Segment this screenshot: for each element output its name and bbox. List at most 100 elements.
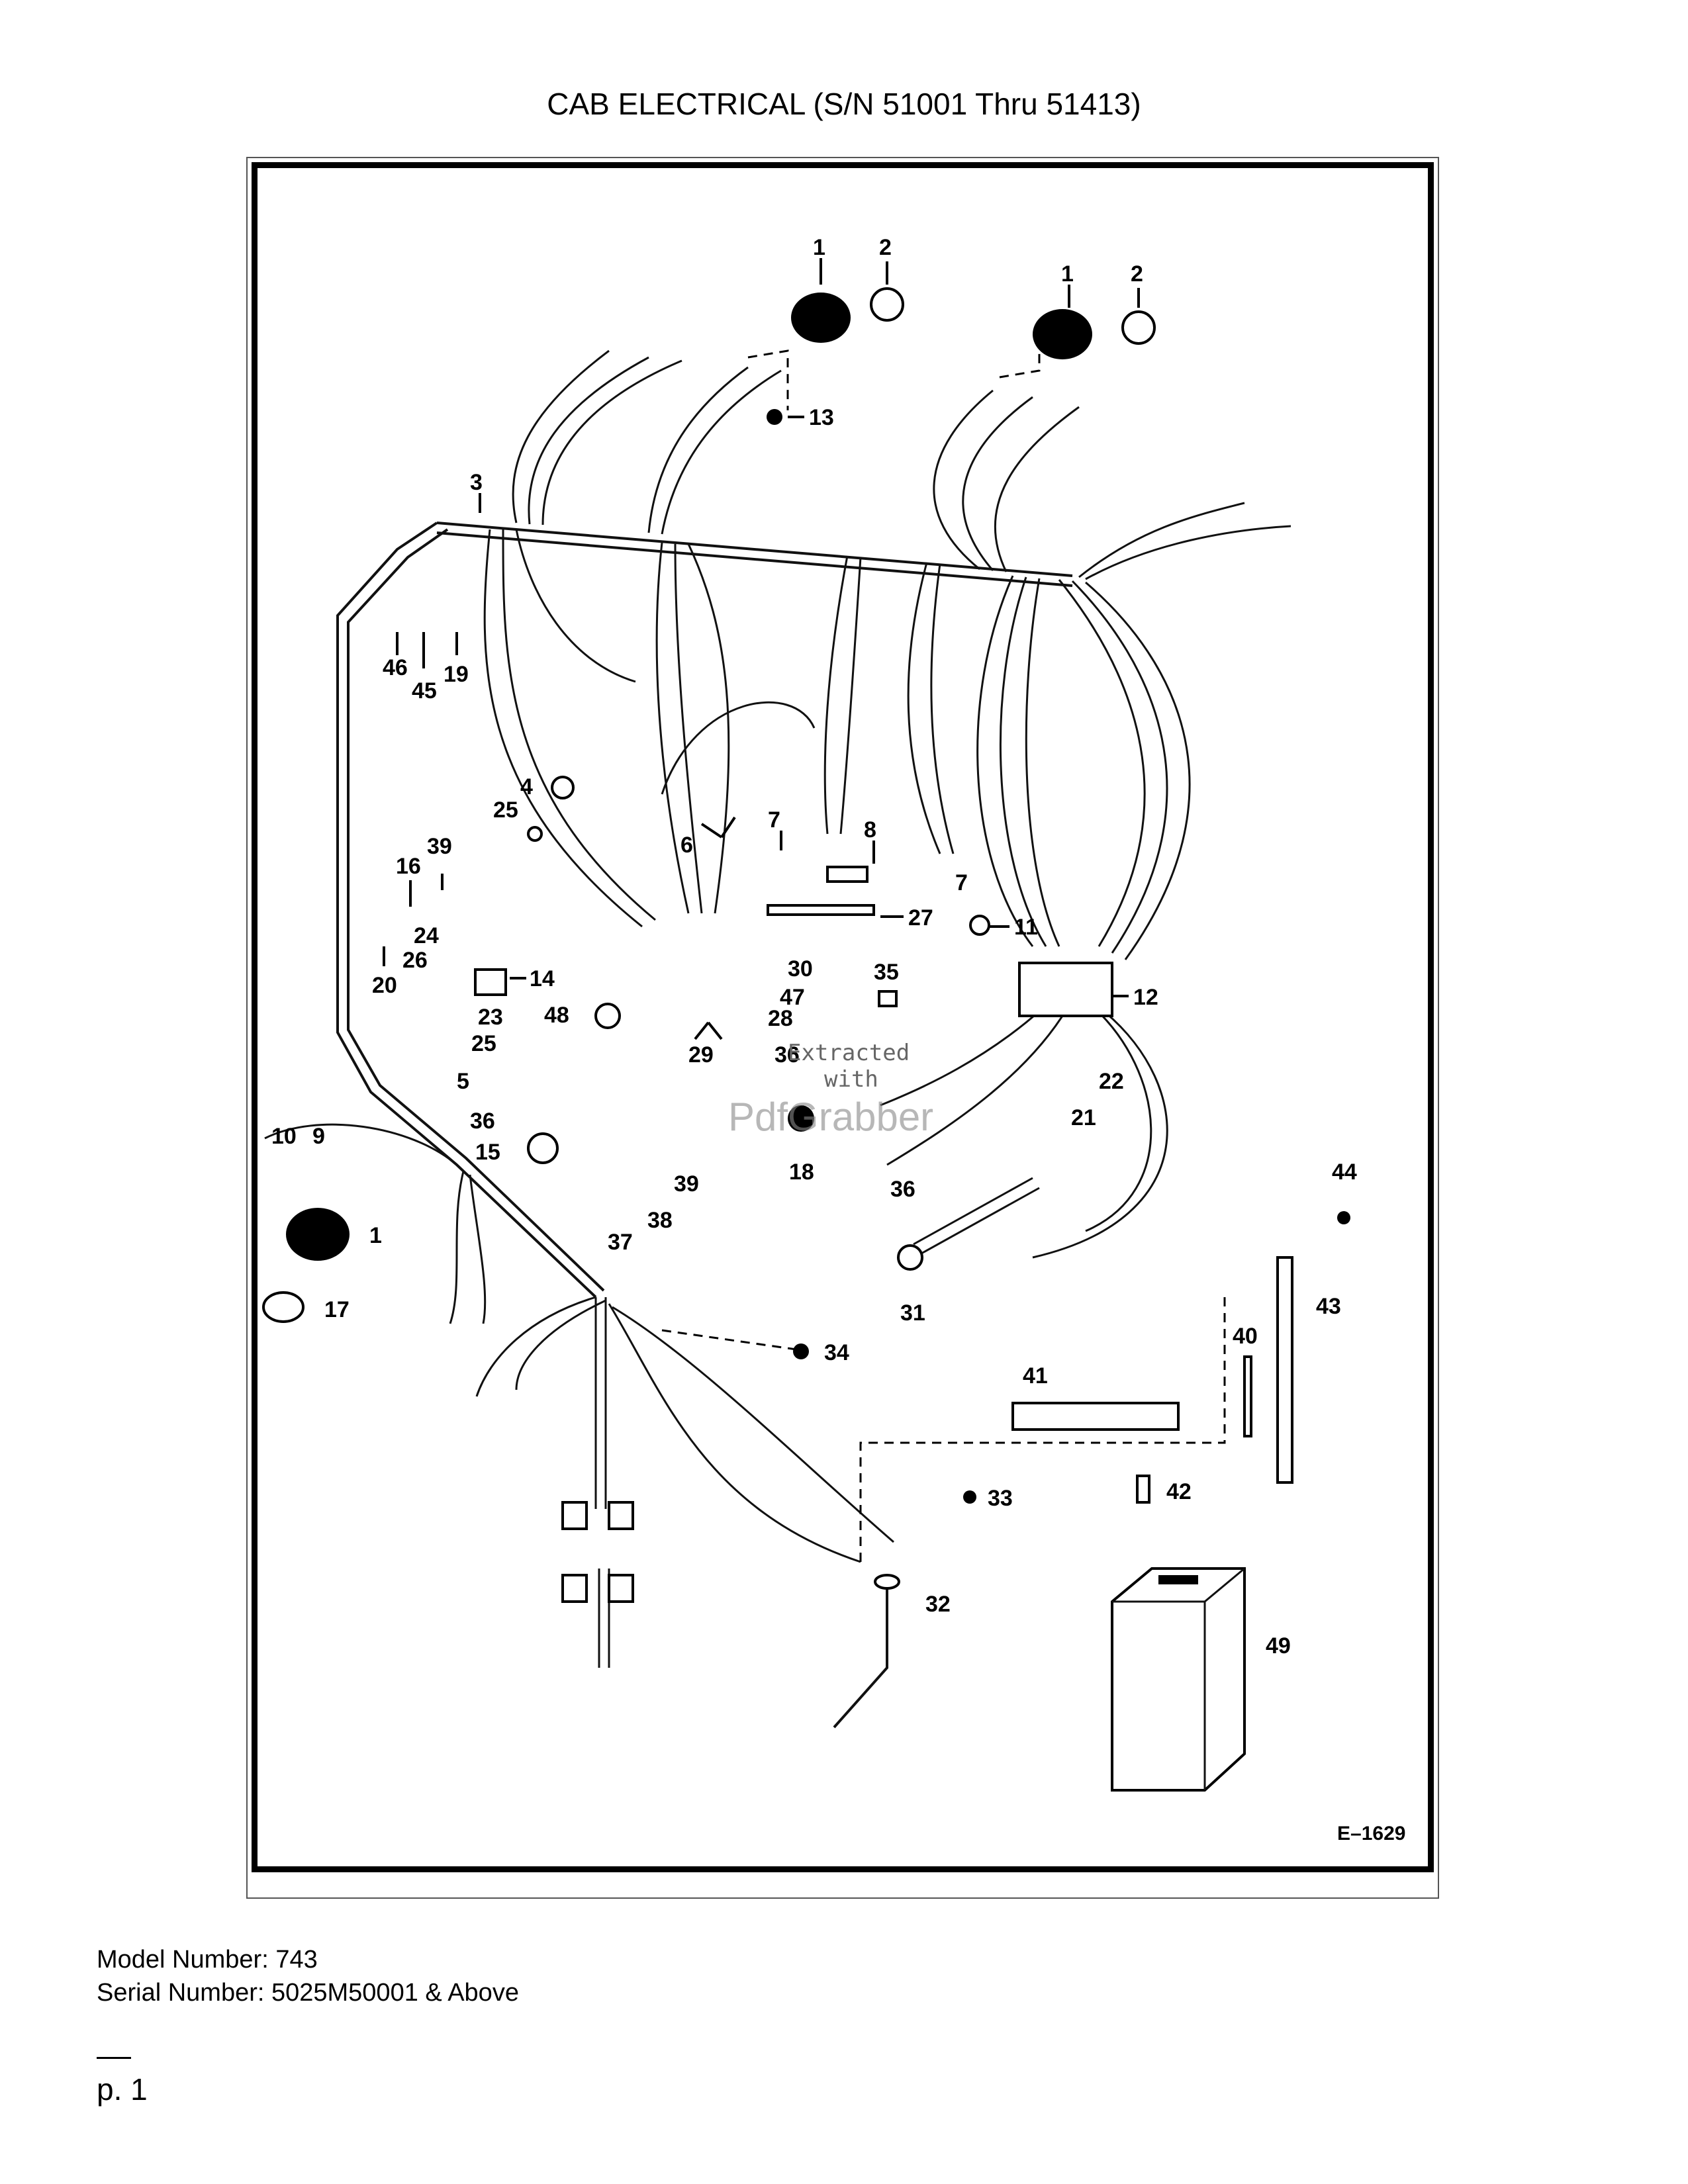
footer-divider [97,2057,131,2059]
callout-21: 21 [1071,1105,1096,1130]
callout-48: 48 [544,1003,569,1028]
grommet-11 [969,915,990,936]
callout-25: 25 [493,797,518,823]
callout-7: 7 [768,807,780,833]
bar-27 [767,904,875,916]
callout-1: 1 [813,235,825,260]
bolt-40 [1243,1355,1252,1437]
ground-ring-32 [874,1574,900,1590]
battery-49-top-edge [1112,1567,1245,1790]
callout-5: 5 [457,1069,469,1094]
figure-outer-frame [246,157,1439,1899]
dome-light-1c [286,1208,350,1261]
callout-33: 33 [988,1486,1013,1511]
connector-14 [474,968,507,996]
nut-33 [963,1490,976,1504]
watermark-brand: PdfGrabber [728,1095,933,1139]
callout-39: 39 [674,1171,699,1197]
callout-42: 42 [1166,1479,1192,1504]
callout-25: 25 [471,1031,496,1056]
callout-4: 4 [520,774,533,799]
callout-7: 7 [955,870,968,895]
figure-inner-frame [252,162,1434,1872]
plug-b [608,1501,634,1530]
callout-36: 36 [890,1177,915,1202]
strap-43 [1276,1256,1293,1484]
wire-bundle-lower-right [880,991,1168,1259]
callout-3: 3 [470,470,483,495]
wire-bundle-lower-left [264,1123,1226,1668]
switch-18 [788,1105,814,1132]
callout-35: 35 [874,960,899,985]
callout-41: 41 [1023,1363,1048,1388]
figure-id: E–1629 [1337,1823,1405,1844]
callout-38: 38 [647,1208,673,1233]
wire-loops-center [483,529,1191,960]
clip-35 [878,990,898,1007]
dome-light-1a [791,293,851,343]
callout-14: 14 [530,966,555,991]
bolt-44 [1337,1211,1350,1224]
wire-bundle-top-left [512,349,789,535]
terminal-block-8 [826,866,868,883]
switch-15 [527,1132,559,1164]
plug-c [561,1574,588,1603]
part-shapes [262,287,1350,1792]
callout-9: 9 [312,1124,325,1149]
callout-39: 39 [427,834,452,859]
callout-8: 8 [864,817,876,842]
callout-36: 36 [470,1109,495,1134]
callout-16: 16 [396,854,421,879]
watermark-line-2: with [824,1066,878,1093]
spacer-42 [1136,1475,1150,1504]
battery-49-label [1158,1575,1198,1584]
callout-32: 32 [925,1592,951,1617]
model-number: Model Number: 743 [97,1946,318,1974]
watermark: Extracted with PdfGrabber [728,1040,933,1139]
page-title: CAB ELECTRICAL (S/N 51001 Thru 51413) [547,87,1141,121]
dome-light-1b [1033,309,1092,359]
bracket-41 [1011,1402,1180,1431]
callout-23: 23 [478,1005,503,1030]
battery-49 [1111,1567,1246,1792]
callout-27: 27 [908,905,933,931]
callout-46: 46 [383,655,408,680]
callout-31: 31 [900,1300,925,1326]
plug-d [608,1574,634,1603]
callout-36: 36 [774,1042,800,1068]
ground-strap-32 [833,1588,888,1729]
wire-bundle-top-right [933,344,1291,580]
bezel-2a [870,287,904,322]
callout-11: 11 [1014,915,1038,940]
serial-number: Serial Number: 5025M50001 & Above [97,1979,519,2007]
callout-45: 45 [412,678,437,704]
callout-19: 19 [444,662,469,687]
callout-34: 34 [824,1340,849,1365]
connector-4 [551,776,575,799]
callout-2: 2 [879,235,892,260]
bracket-12 [1018,962,1113,1017]
callout-22: 22 [1099,1069,1124,1094]
callout-24: 24 [414,923,439,948]
callout-28: 28 [768,1006,793,1031]
callout-43: 43 [1316,1294,1341,1319]
callout-15: 15 [475,1140,500,1165]
watermark-line-1: Extracted [788,1040,910,1066]
callout-49: 49 [1266,1633,1291,1659]
nut-25a [527,826,543,842]
callout-18: 18 [789,1160,814,1185]
callout-2: 2 [1131,261,1143,287]
callout-37: 37 [608,1230,633,1255]
callout-20: 20 [372,973,397,998]
callout-labels: 1 2 1 2 13 3 46 45 19 4 25 6 7 8 7 16 39… [271,235,1357,1659]
callout-30: 30 [788,956,813,981]
callout-1: 1 [1061,261,1074,287]
callout-44: 44 [1332,1160,1357,1185]
grommet-13 [767,409,782,425]
callout-47: 47 [780,985,805,1010]
callout-13: 13 [809,405,834,430]
washer-48 [594,1003,621,1029]
plug-a [561,1501,588,1530]
lens-17 [262,1291,305,1323]
